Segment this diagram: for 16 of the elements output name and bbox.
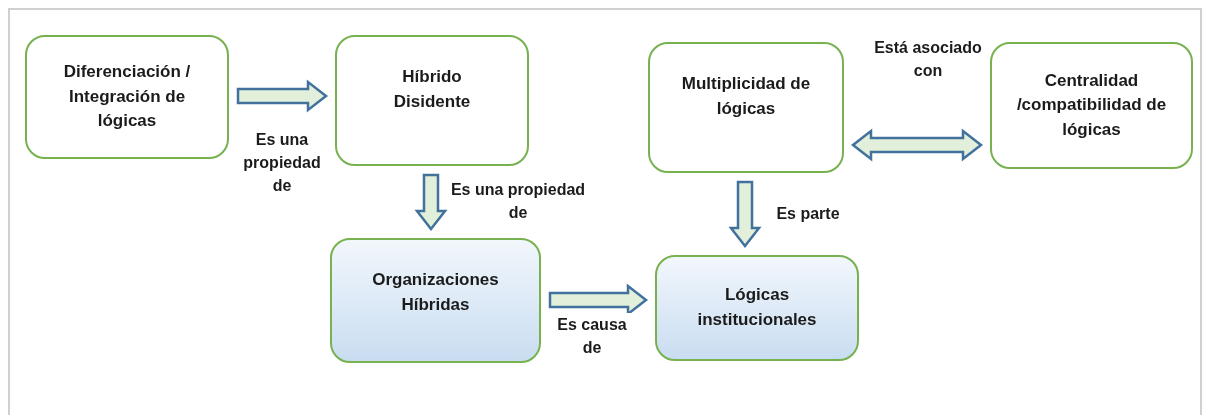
node-label: Multiplicidad de lógicas (681, 73, 811, 120)
block-arrow (414, 173, 448, 232)
block-arrow (850, 128, 984, 162)
node-label: Organizaciones Híbridas (371, 269, 500, 316)
node-label: Lógicas institucionales (696, 284, 818, 331)
concept-box (990, 42, 1193, 169)
concept-box (648, 42, 844, 173)
node-label: Centralidad /compatibilidad de lógicas (1016, 69, 1167, 141)
node-label: Diferenciación / Integración de lógicas (62, 61, 192, 133)
block-arrow (236, 79, 329, 113)
concept-box (25, 35, 229, 159)
concept-box (330, 238, 541, 363)
concept-box (335, 35, 529, 166)
concept-box (655, 255, 859, 361)
block-arrow (728, 180, 762, 249)
node-label: Híbrido Disidente (392, 66, 472, 113)
